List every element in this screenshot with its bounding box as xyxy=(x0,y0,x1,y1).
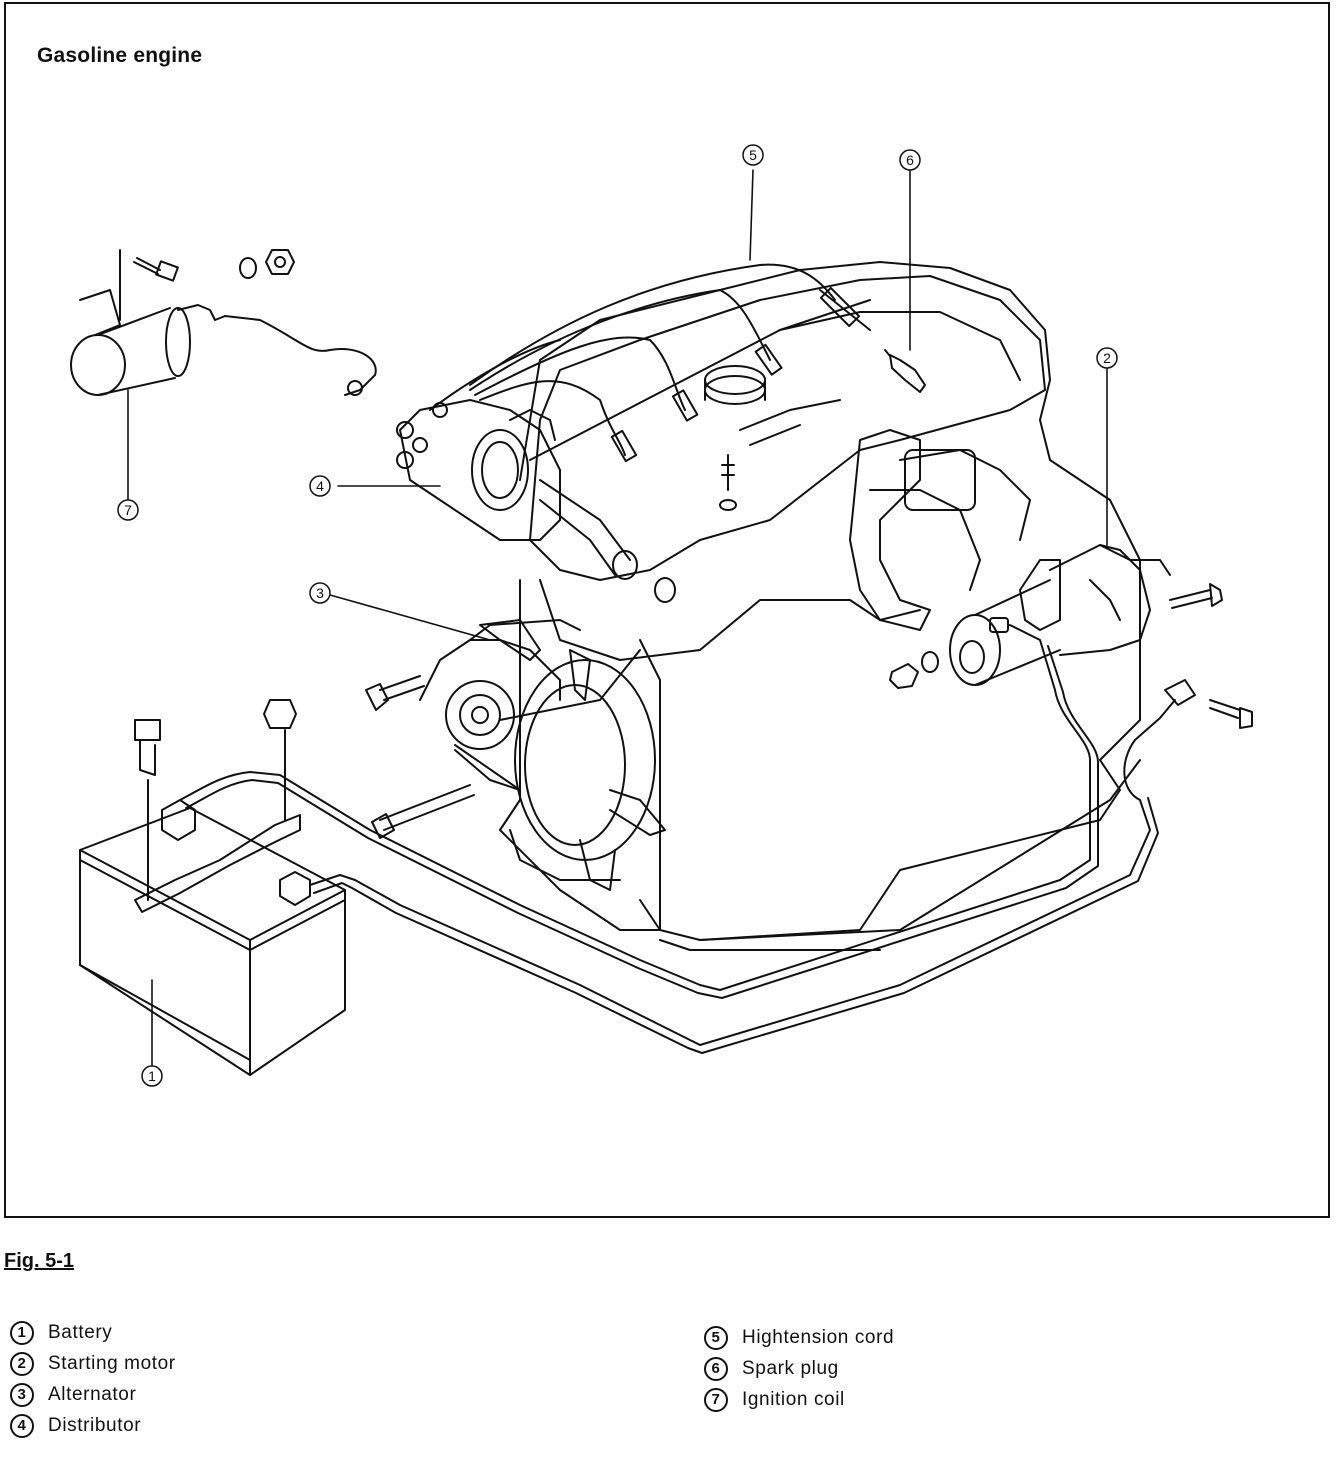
alternator xyxy=(419,619,581,791)
diagram-title: Gasoline engine xyxy=(37,44,203,67)
legend-item-starting-motor: 2 Starting motor xyxy=(10,1348,176,1379)
callout-7: 7 xyxy=(117,499,139,521)
high-tension-cords xyxy=(429,263,871,463)
svg-text:6: 6 xyxy=(906,152,914,168)
svg-text:4: 4 xyxy=(316,478,324,494)
legend-item-spark-plug: 6 Spark plug xyxy=(704,1353,894,1384)
callout-2: 2 xyxy=(1096,347,1118,369)
engine-block xyxy=(499,261,1141,951)
callout-leaders xyxy=(127,169,1108,1066)
figure-label: Fig. 5-1 xyxy=(4,1250,75,1272)
svg-text:3: 3 xyxy=(316,585,324,601)
cooling-fan xyxy=(454,639,666,931)
starting-motor xyxy=(889,544,1223,689)
callout-1: 1 xyxy=(141,1065,163,1087)
legend-label: Hightension cord xyxy=(742,1326,895,1348)
ignition-coil xyxy=(70,249,377,396)
legend-label: Alternator xyxy=(48,1383,137,1405)
legend-item-distributor: 4 Distributor xyxy=(10,1410,176,1441)
svg-text:1: 1 xyxy=(148,1068,156,1084)
legend-label: Ignition coil xyxy=(742,1388,845,1410)
battery-cables xyxy=(179,624,1253,1054)
legend-label: Spark plug xyxy=(742,1357,839,1379)
legend-right: 5 Hightension cord 6 Spark plug 7 Igniti… xyxy=(704,1322,894,1415)
diagram-frame xyxy=(4,2,1330,1218)
callout-3: 3 xyxy=(309,582,331,604)
legend-label: Battery xyxy=(48,1321,113,1343)
legend-number: 4 xyxy=(10,1413,34,1438)
legend-label: Distributor xyxy=(48,1414,142,1436)
svg-text:7: 7 xyxy=(124,502,132,518)
engine-diagram: 5 6 2 4 7 3 1 xyxy=(70,144,1253,1087)
legend-number: 6 xyxy=(704,1356,728,1381)
svg-text:2: 2 xyxy=(1103,350,1111,366)
callout-6: 6 xyxy=(899,149,921,171)
legend-label: Starting motor xyxy=(48,1352,176,1374)
legend-item-hightension-cord: 5 Hightension cord xyxy=(704,1322,894,1353)
legend-item-battery: 1 Battery xyxy=(10,1317,176,1348)
oil-filler-cap xyxy=(654,365,766,603)
legend-number: 7 xyxy=(704,1387,728,1412)
callout-4: 4 xyxy=(309,475,331,497)
legend-left: 1 Battery 2 Starting motor 3 Alternator … xyxy=(10,1317,176,1441)
battery xyxy=(79,699,346,1076)
distributor xyxy=(396,399,638,580)
legend-number: 3 xyxy=(10,1382,34,1407)
legend-number: 2 xyxy=(10,1351,34,1376)
legend-number: 5 xyxy=(704,1325,728,1350)
svg-text:5: 5 xyxy=(749,147,757,163)
spark-plug-drawing xyxy=(884,349,926,393)
legend-item-alternator: 3 Alternator xyxy=(10,1379,176,1410)
legend-item-ignition-coil: 7 Ignition coil xyxy=(704,1384,894,1415)
legend-number: 1 xyxy=(10,1320,34,1345)
callout-5: 5 xyxy=(742,144,764,166)
